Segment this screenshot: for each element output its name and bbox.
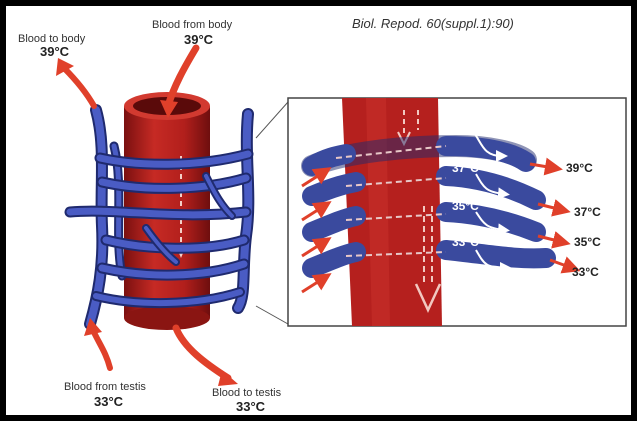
blood-to-testis-arrow	[176, 328, 228, 378]
blood-from-testis-label: Blood from testis	[64, 381, 146, 393]
blood-to-testis-temp: 33°C	[236, 399, 266, 414]
inset-artery-temp-4: 33°C	[452, 235, 479, 249]
inset-artery-temp-2: 37°C	[452, 161, 479, 175]
diagram-frame: Biol. Repod. 60(suppl.1):90) Blood to bo…	[6, 6, 631, 415]
countercurrent-diagram: Biol. Repod. 60(suppl.1):90) Blood to bo…	[6, 6, 631, 415]
inset-vein-temp-1: 39°C	[566, 161, 593, 175]
inset-artery-temp-3: 35°C	[452, 199, 479, 213]
citation-text: Biol. Repod. 60(suppl.1):90)	[352, 16, 514, 31]
inset-vein-temp-2: 37°C	[574, 205, 601, 219]
blood-to-body-temp: 39°C	[40, 44, 70, 59]
inset-panel: 39°C 37°C 35°C 33°C 39°C 37°C 35°C 33°C	[288, 98, 626, 326]
blood-from-testis-arrow	[92, 328, 110, 368]
inset-vein-temp-4: 33°C	[572, 265, 599, 279]
blood-to-testis-label: Blood to testis	[212, 387, 282, 399]
inset-vein-temp-3: 35°C	[574, 235, 601, 249]
blood-to-body-arrow	[64, 68, 94, 106]
blood-from-body-temp: 39°C	[184, 32, 214, 47]
blood-from-testis-temp: 33°C	[94, 394, 124, 409]
blood-from-body-label: Blood from body	[152, 19, 233, 31]
inset-artery-temp-1: 39°C	[446, 119, 473, 133]
